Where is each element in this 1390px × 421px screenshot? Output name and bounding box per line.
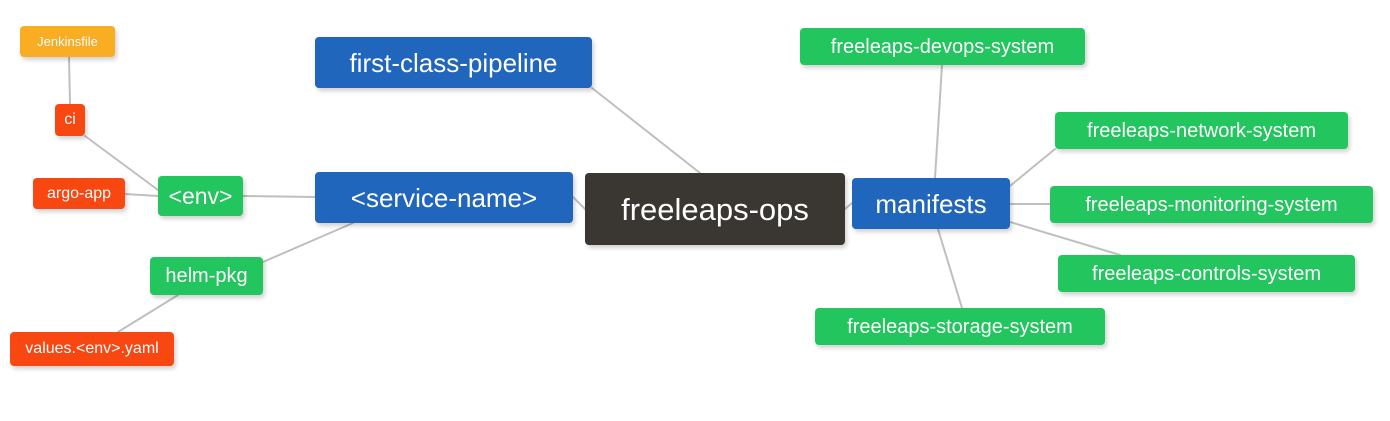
- mindmap-node-freeleaps-ops[interactable]: freeleaps-ops: [585, 173, 845, 245]
- mindmap-node-env[interactable]: <env>: [158, 176, 243, 216]
- edge-manifests-to-freeleaps-devops-system: [934, 64, 943, 179]
- mindmap-node-ci[interactable]: ci: [55, 104, 85, 136]
- mindmap-node-freeleaps-monitoring-system[interactable]: freeleaps-monitoring-system: [1050, 186, 1373, 223]
- edge-manifests-to-freeleaps-storage-system: [937, 228, 963, 309]
- edge-service-name-to-env: [242, 195, 316, 198]
- mindmap-node-freeleaps-storage-system[interactable]: freeleaps-storage-system: [815, 308, 1105, 345]
- edge-ci-to-jenkinsfile: [68, 56, 71, 105]
- edge-env-to-argo-app: [124, 193, 159, 197]
- mindmap-node-values-env-yaml[interactable]: values.<env>.yaml: [10, 332, 174, 366]
- mindmap-node-helm-pkg[interactable]: helm-pkg: [150, 257, 263, 295]
- edge-freeleaps-ops-to-first-class-pipeline: [591, 87, 701, 174]
- mindmap-node-freeleaps-network-system[interactable]: freeleaps-network-system: [1055, 112, 1348, 149]
- mindmap-node-freeleaps-devops-system[interactable]: freeleaps-devops-system: [800, 28, 1085, 65]
- edge-manifests-to-freeleaps-network-system: [1009, 148, 1056, 187]
- edge-service-name-to-helm-pkg: [262, 222, 354, 263]
- mindmap-node-service-name[interactable]: <service-name>: [315, 172, 573, 223]
- mindmap-node-manifests[interactable]: manifests: [852, 178, 1010, 229]
- edge-helm-pkg-to-values-env-yaml: [117, 294, 179, 333]
- edge-freeleaps-ops-to-manifests: [844, 202, 853, 210]
- mindmap-node-first-class-pipeline[interactable]: first-class-pipeline: [315, 37, 592, 88]
- edge-manifests-to-freeleaps-controls-system: [1009, 221, 1121, 256]
- mindmap-node-argo-app[interactable]: argo-app: [33, 178, 125, 209]
- mindmap-node-freeleaps-controls-system[interactable]: freeleaps-controls-system: [1058, 255, 1355, 292]
- edge-freeleaps-ops-to-service-name: [572, 196, 586, 210]
- mindmap-node-jenkinsfile[interactable]: Jenkinsfile: [20, 26, 115, 57]
